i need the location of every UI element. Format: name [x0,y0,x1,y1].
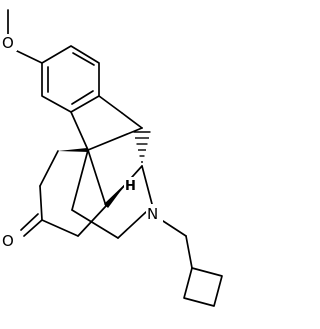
wedge-c14-h [104,181,128,208]
bond-c16-n [117,211,147,239]
bond-aryl-c13 [70,111,89,151]
bond-c9-n [141,165,153,205]
bond-c-o-double-2 [20,213,39,231]
methoxy-oxygen-label: O [2,34,14,52]
ketone-oxygen-label: O [2,232,14,250]
bond-ring-c14 [77,205,107,237]
aromatic-ring [41,45,100,113]
wedge-c13-c15 [58,148,89,152]
bond-c10-c9 [121,112,143,129]
bond-c15-ring [39,150,59,187]
bond-c-o-double-1 [23,219,43,237]
bond-c10-aryl [98,95,123,114]
hashed-bond-c9-c10 [133,131,151,163]
bond-c13-c14 [87,149,107,207]
aromatic-inner-bond-1 [72,52,95,66]
bond-ch2-cyclobutyl [185,235,193,269]
bond-c15b-c16 [71,209,119,239]
aromatic-inner-bond-2 [71,90,94,105]
amine-nitrogen-label: N [147,205,158,223]
bond-ketone-c2 [41,219,79,237]
skeletal-formula: O O N H [1,9,223,307]
stereo-hydrogen-label: H [125,179,136,194]
bond-ketone-c1 [39,185,43,221]
bond-c13-c9 [87,127,143,151]
bond-o-aryl [16,50,43,64]
cyclobutyl-ring [183,267,223,307]
bond-n-ch2 [162,220,187,237]
bond-c13-c15b [71,149,89,211]
